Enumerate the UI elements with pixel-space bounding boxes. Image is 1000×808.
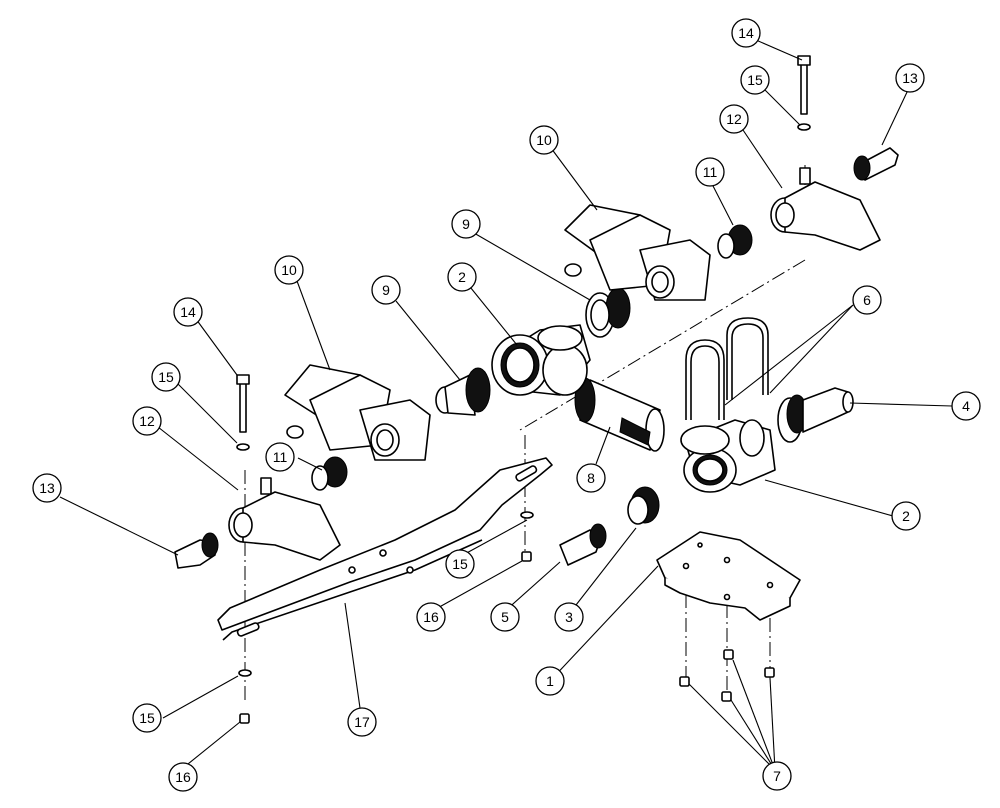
washers-15 xyxy=(236,123,811,677)
callout-15-lower-left: 15 xyxy=(132,703,162,733)
nuts-7 xyxy=(679,649,775,702)
callout-11-right: 11 xyxy=(695,157,725,187)
pipe-nipple-8 xyxy=(574,377,665,452)
svg-text:16: 16 xyxy=(175,769,191,785)
bushing-3 xyxy=(627,486,660,525)
mount-plate-1 xyxy=(656,531,801,621)
callout-5: 5 xyxy=(490,602,520,632)
svg-text:13: 13 xyxy=(902,70,918,86)
bracket-17 xyxy=(217,457,553,641)
svg-text:12: 12 xyxy=(726,111,742,127)
nipple-11-left xyxy=(311,456,348,491)
callout-6: 6 xyxy=(852,285,882,315)
svg-text:9: 9 xyxy=(382,282,390,298)
hose-fitting-4 xyxy=(777,387,854,443)
callout-12-right: 12 xyxy=(719,104,749,134)
bolt-14-left xyxy=(236,374,250,433)
svg-text:1: 1 xyxy=(546,673,554,689)
nuts-16 xyxy=(239,551,532,724)
callout-1: 1 xyxy=(535,666,565,696)
callout-15-upper-left: 15 xyxy=(151,362,181,392)
callout-10-left: 10 xyxy=(274,255,304,285)
callout-2-right: 2 xyxy=(891,501,921,531)
svg-text:5: 5 xyxy=(501,609,509,625)
svg-text:10: 10 xyxy=(281,262,297,278)
callout-13-left: 13 xyxy=(32,473,62,503)
svg-text:11: 11 xyxy=(703,164,718,180)
tee-fitting-2-right xyxy=(680,419,776,493)
svg-text:8: 8 xyxy=(587,470,595,486)
svg-text:15: 15 xyxy=(747,72,763,88)
callout-3: 3 xyxy=(554,602,584,632)
reducer-9-left xyxy=(435,367,491,416)
callout-9-right: 9 xyxy=(451,209,481,239)
callout-13-right: 13 xyxy=(895,63,925,93)
svg-text:11: 11 xyxy=(273,449,288,465)
callout-14-left: 14 xyxy=(173,297,203,327)
u-bolts-6 xyxy=(685,317,769,420)
svg-text:13: 13 xyxy=(39,480,55,496)
callout-11-left: 11 xyxy=(265,442,295,472)
hose-barb-13-right xyxy=(853,147,899,181)
svg-text:15: 15 xyxy=(452,556,468,572)
hose-barb-5 xyxy=(559,523,607,566)
svg-text:15: 15 xyxy=(139,710,155,726)
solenoid-valve-10-left xyxy=(284,364,431,461)
svg-text:10: 10 xyxy=(536,132,552,148)
callout-7: 7 xyxy=(762,761,792,791)
callout-9-left: 9 xyxy=(371,275,401,305)
callout-12-left: 12 xyxy=(132,406,162,436)
svg-text:14: 14 xyxy=(180,304,196,320)
hose-barb-13-left xyxy=(174,532,219,569)
callout-15-center: 15 xyxy=(445,549,475,579)
svg-text:7: 7 xyxy=(773,768,781,784)
valve-body-12-right xyxy=(770,167,881,251)
svg-text:9: 9 xyxy=(462,216,470,232)
callout-14-right: 14 xyxy=(731,18,761,48)
svg-text:6: 6 xyxy=(863,292,871,308)
svg-text:17: 17 xyxy=(354,714,370,730)
valve-body-12-left xyxy=(228,477,341,561)
tee-fitting-2-center xyxy=(491,324,591,396)
callout-4: 4 xyxy=(951,391,981,421)
callout-17: 17 xyxy=(347,707,377,737)
callout-16-lower-left: 16 xyxy=(168,762,198,792)
svg-text:2: 2 xyxy=(458,269,466,285)
bolt-14-right xyxy=(797,55,811,115)
svg-text:4: 4 xyxy=(962,398,970,414)
reducer-9-right xyxy=(585,287,631,338)
svg-text:2: 2 xyxy=(902,508,910,524)
callout-8: 8 xyxy=(576,463,606,493)
leader-lines xyxy=(59,39,953,771)
callout-10-center: 10 xyxy=(529,125,559,155)
svg-text:14: 14 xyxy=(738,25,754,41)
callout-16-center: 16 xyxy=(416,602,446,632)
solenoid-valve-10-center xyxy=(564,204,711,301)
svg-text:16: 16 xyxy=(423,609,439,625)
svg-text:12: 12 xyxy=(139,413,155,429)
nipple-11-right xyxy=(717,224,753,259)
svg-text:15: 15 xyxy=(158,369,174,385)
callout-2-center: 2 xyxy=(447,262,477,292)
callout-15-upper-right: 15 xyxy=(740,65,770,95)
svg-text:3: 3 xyxy=(565,609,573,625)
